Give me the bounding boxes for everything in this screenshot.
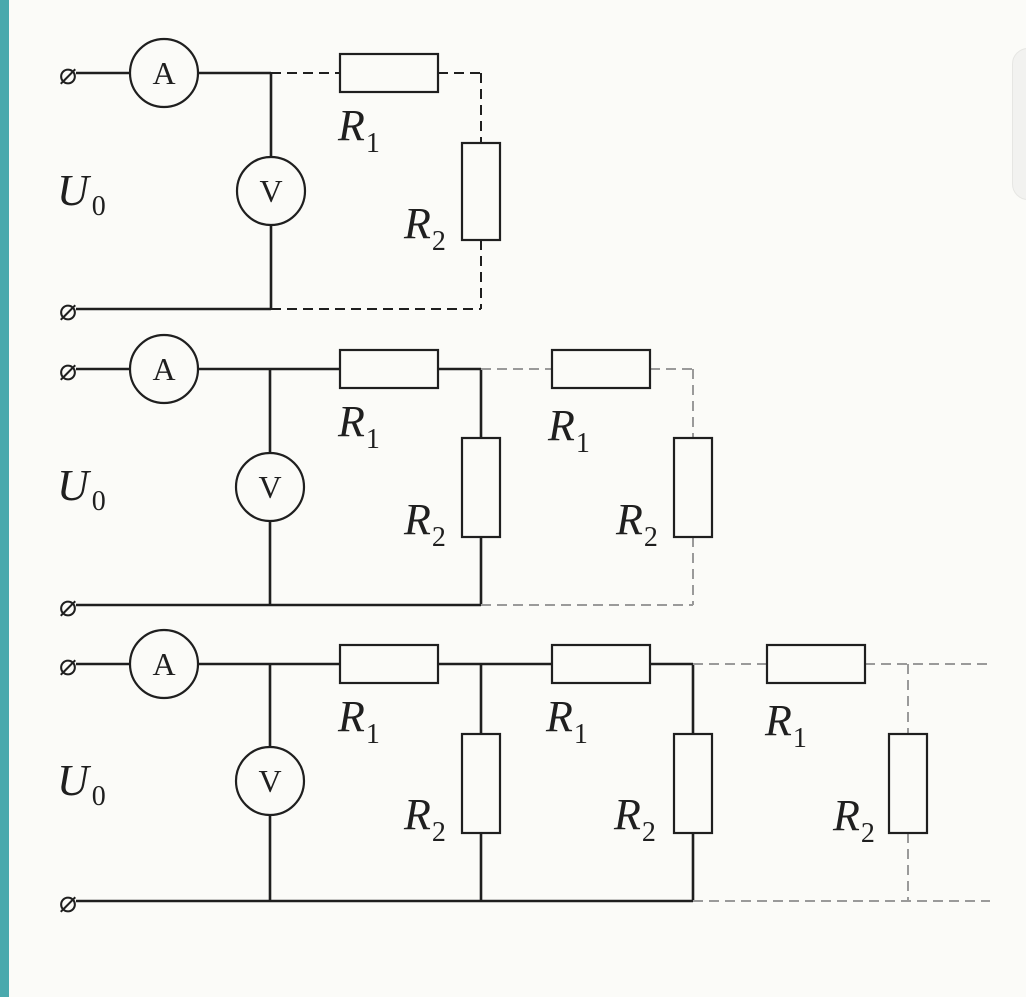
terminal-bottom: ⌀ — [59, 885, 77, 920]
r2-label: R2 — [403, 790, 446, 848]
r1-second-label: R1 — [545, 692, 588, 750]
r2-label: R2 — [403, 199, 446, 257]
terminal-top: ⌀ — [59, 57, 77, 92]
resistor-r1 — [338, 643, 440, 685]
voltmeter-label: V — [258, 763, 281, 799]
r2-label: R2 — [403, 495, 446, 553]
resistor-r2 — [460, 732, 502, 835]
left-accent-bar — [0, 0, 9, 997]
resistor-r2-second — [672, 732, 714, 835]
ammeter-label: A — [152, 351, 175, 387]
ammeter — [128, 628, 200, 700]
resistor-r2-extension — [887, 732, 929, 835]
r1-extension-label: R1 — [547, 401, 590, 459]
r1-label: R1 — [337, 397, 380, 455]
r1-label: R1 — [337, 692, 380, 750]
voltmeter-label: V — [258, 469, 281, 505]
r2-extension-label: R2 — [615, 495, 658, 553]
resistor-r1-extension — [765, 643, 867, 685]
ammeter-label: A — [152, 55, 175, 91]
resistor-r2 — [460, 141, 502, 242]
voltmeter — [234, 745, 306, 817]
resistor-r1 — [338, 52, 440, 94]
terminal-top: ⌀ — [59, 648, 77, 683]
voltmeter-label: V — [259, 173, 282, 209]
voltmeter — [234, 451, 306, 523]
resistor-r1-second — [550, 643, 652, 685]
resistor-r2 — [460, 436, 502, 539]
resistor-r1 — [338, 348, 440, 390]
r1-extension-label: R1 — [764, 696, 807, 754]
terminal-bottom: ⌀ — [59, 293, 77, 328]
ammeter — [128, 333, 200, 405]
ammeter — [128, 37, 200, 109]
resistor-r1-extension — [550, 348, 652, 390]
r1-label: R1 — [337, 101, 380, 159]
r2-extension-label: R2 — [832, 791, 875, 849]
terminal-bottom: ⌀ — [59, 589, 77, 624]
ammeter-label: A — [152, 646, 175, 682]
voltmeter — [235, 155, 307, 227]
resistor-r2-extension — [672, 436, 714, 539]
r2-second-label: R2 — [613, 790, 656, 848]
terminal-top: ⌀ — [59, 353, 77, 388]
